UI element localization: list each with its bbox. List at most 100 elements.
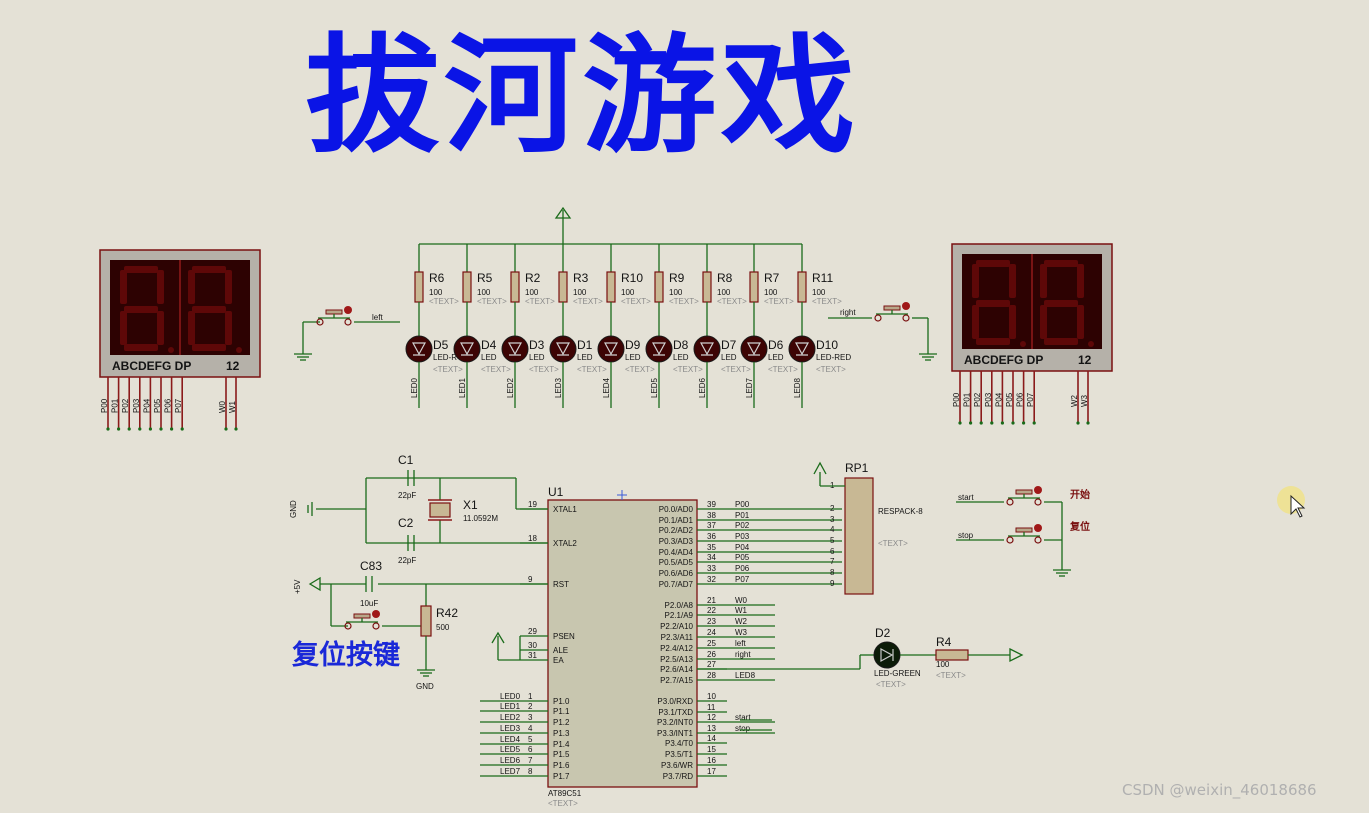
r4-text: <TEXT> <box>936 671 966 680</box>
digit-b-left-segment-2 <box>225 270 232 304</box>
mcu-right-pin-name-1: P0.1/AD1 <box>659 516 694 525</box>
respack-part: RESPACK-8 <box>878 507 923 516</box>
digit-b-left-segment-5 <box>225 311 232 345</box>
mcu-left-pin-num-2: 9 <box>528 575 533 584</box>
start-button-probe-icon <box>1034 486 1042 494</box>
led-net-3: LED3 <box>554 377 563 398</box>
mcu-left-pin-num-12: 7 <box>528 756 533 765</box>
reset-button-terminal-a <box>344 622 352 630</box>
display-pin-label-right-1: P01 <box>963 392 972 407</box>
start-button-terminal-a <box>1006 498 1014 506</box>
resistor-text-6: <TEXT> <box>717 297 747 306</box>
pin-dot <box>1022 421 1026 425</box>
led-type-5: LED <box>673 353 689 362</box>
mcu-right-net-8: W0 <box>735 596 748 605</box>
respack-pin-1: 2 <box>830 504 835 513</box>
mcu-left-net-label-13: LED7 <box>500 767 521 776</box>
resistor-text-8: <TEXT> <box>812 297 842 306</box>
led-net-8: LED8 <box>793 377 802 398</box>
mcu-right-net-15: LED8 <box>735 671 756 680</box>
right-button-terminal-b <box>902 314 910 322</box>
resistor-value-8: 100 <box>812 288 826 297</box>
resistor-R8 <box>702 271 712 303</box>
resistor-R9 <box>654 271 664 303</box>
green-led-ref: D2 <box>875 626 891 640</box>
mcu-right-pin-num-9: 22 <box>707 606 716 615</box>
x1-ref: X1 <box>463 498 478 512</box>
pin-dot <box>1011 421 1015 425</box>
led-symbol-icon-1 <box>459 342 475 356</box>
start-button-cap <box>1015 489 1033 495</box>
r4-value: 100 <box>936 660 950 669</box>
start-label: start <box>958 493 974 502</box>
display-pin-label-right-5: P05 <box>1005 392 1014 407</box>
resistor-R11 <box>797 271 807 303</box>
respack-pin-7: 8 <box>830 568 835 577</box>
led-net-6: LED6 <box>698 377 707 398</box>
digit-b-right-segment-3 <box>1044 300 1078 307</box>
led-text-6: <TEXT> <box>721 365 751 374</box>
mcu-ref: U1 <box>548 485 564 499</box>
mcu-right-net-2: P02 <box>735 521 750 530</box>
mcu-right-pin-name-16: P3.0/RXD <box>657 697 693 706</box>
mcu-right-pin-name-8: P2.0/A8 <box>665 601 694 610</box>
led-D9 <box>597 335 625 363</box>
mcu-left-pin-name-4: ALE <box>553 646 568 655</box>
mcu-left-pin-num-9: 4 <box>528 724 533 733</box>
led-D10 <box>788 335 816 363</box>
respack-pin-8: 9 <box>830 579 835 588</box>
display-pin-label-right-4: P04 <box>994 392 1003 407</box>
pin-dot <box>106 427 110 431</box>
mcu-right-net-10: W2 <box>735 617 748 626</box>
mcu-left-pin-name-5: EA <box>553 656 564 665</box>
digit-a-left-dp <box>168 347 174 353</box>
right-button-cap <box>883 305 901 311</box>
pin-dot <box>138 427 142 431</box>
pin-dot <box>148 427 152 431</box>
pin-dot <box>958 421 962 425</box>
c83-ref: C83 <box>360 559 382 573</box>
vcc-arrow-icon <box>308 576 321 592</box>
led-net-2: LED2 <box>506 377 515 398</box>
led-type-1: LED <box>481 353 497 362</box>
display-pin-label-right-7: P07 <box>1026 392 1035 407</box>
osc-gnd-label: GND <box>289 500 298 518</box>
mcu-right-pin-num-12: 25 <box>707 639 716 648</box>
led-D6 <box>740 335 768 363</box>
led-ref-3: D1 <box>577 338 593 352</box>
led-symbol-icon-6 <box>699 342 715 356</box>
origin-marker-icon <box>617 490 627 500</box>
mcu-left-net-label-11: LED5 <box>500 745 521 754</box>
mcu-right-pin-num-2: 37 <box>707 521 716 530</box>
mcu-right-pin-num-19: 13 <box>707 724 716 733</box>
mcu-left-pin-name-3: PSEN <box>553 632 575 641</box>
mcu-left-net-label-10: LED4 <box>500 735 521 744</box>
digit-b-left-dp <box>236 347 242 353</box>
mcu-right-pin-name-13: P2.5/A13 <box>660 655 693 664</box>
mcu-right-pin-num-21: 15 <box>707 745 716 754</box>
led-ref-7: D6 <box>768 338 784 352</box>
reset-button-probe-icon <box>372 610 380 618</box>
pin-dot <box>1032 421 1036 425</box>
display-pin-label-left-7: P07 <box>174 398 183 413</box>
mcu-right-pin-name-10: P2.2/A10 <box>660 622 693 631</box>
display-segment-label-left: ABCDEFG DP <box>112 359 191 373</box>
mcu-left-pin-num-8: 3 <box>528 713 533 722</box>
display-wpin-label-right-0: W2 <box>1070 394 1079 407</box>
pin-dot <box>1076 421 1080 425</box>
resistor-value-1: 100 <box>477 288 491 297</box>
mcu-left-pin-num-5: 31 <box>528 651 537 660</box>
mcu-right-pin-num-14: 27 <box>707 660 716 669</box>
led-text-5: <TEXT> <box>673 365 703 374</box>
mcu-text: <TEXT> <box>548 799 578 808</box>
mcu-left-pin-name-9: P1.3 <box>553 729 570 738</box>
resistor-text-7: <TEXT> <box>764 297 794 306</box>
start-button-terminal-b <box>1034 498 1042 506</box>
display-pin-label-right-6: P06 <box>1016 392 1025 407</box>
digit-b-left-segment-6 <box>192 344 226 351</box>
mcu-left-pin-num-3: 29 <box>528 627 537 636</box>
digit-a-left-segment-0 <box>124 266 158 273</box>
mcu-left-pin-num-11: 6 <box>528 745 533 754</box>
left-button-label: left <box>372 313 383 322</box>
